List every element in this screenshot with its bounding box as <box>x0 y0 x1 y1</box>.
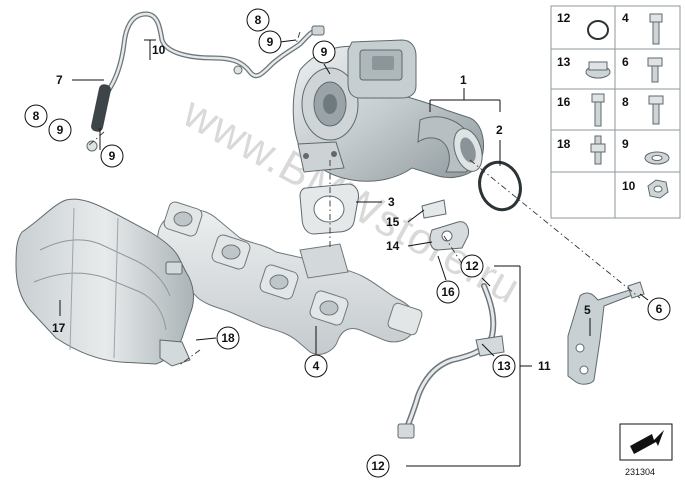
stud-bolt-icon <box>649 13 663 45</box>
callout-8-top: 8 <box>255 13 262 27</box>
legend-label-10: 10 <box>622 179 636 193</box>
callout-9-left: 9 <box>57 123 64 137</box>
callout-11: 11 <box>538 359 551 373</box>
o-ring-seal-icon <box>587 20 609 40</box>
leader-lines <box>59 39 649 467</box>
callout-8-left: 8 <box>33 109 40 123</box>
exhaust-manifold <box>157 201 423 355</box>
callout-12-top: 12 <box>465 259 479 273</box>
callout-circle-9c: 9 <box>312 40 336 64</box>
support-bracket <box>567 281 645 385</box>
hex-nut-icon <box>647 179 669 199</box>
callout-10: 10 <box>152 43 166 57</box>
hex-bolt-icon <box>647 57 663 83</box>
callout-5: 5 <box>584 303 591 317</box>
callout-17: 17 <box>52 321 66 335</box>
callout-circle-8a: 8 <box>246 8 270 32</box>
callout-circle-9d: 9 <box>100 144 124 168</box>
callout-13: 13 <box>497 359 511 373</box>
callout-15: 15 <box>386 215 400 229</box>
callout-circle-13: 13 <box>492 354 516 378</box>
assembly-axis-lines <box>87 31 641 367</box>
callout-circle-4: 4 <box>304 354 328 378</box>
legend-label-12: 12 <box>557 11 571 25</box>
oil-feed-line <box>86 11 325 152</box>
legend-label-9: 9 <box>622 137 629 151</box>
legend-label-13: 13 <box>557 55 571 69</box>
drawing-number: 231304 <box>625 467 655 477</box>
callout-9-feed: 9 <box>109 149 116 163</box>
flange-nut-icon <box>585 61 611 79</box>
callout-9-turbo: 9 <box>321 45 328 59</box>
turbocharger-assembly <box>292 39 485 182</box>
o-ring-seal <box>478 160 522 212</box>
turbo-gasket <box>299 183 359 235</box>
callout-circle-6: 6 <box>647 297 671 321</box>
sealing-washer-icon <box>644 151 670 165</box>
legend-label-6: 6 <box>622 55 629 69</box>
callout-18: 18 <box>221 331 235 345</box>
banjo-bolt-short-icon <box>648 95 664 125</box>
callout-7: 7 <box>56 73 63 87</box>
callout-circle-8b: 8 <box>24 104 48 128</box>
callout-2: 2 <box>496 123 503 137</box>
legend-label-8: 8 <box>622 95 629 109</box>
hardware-legend: 12 4 13 6 16 8 18 <box>550 5 681 219</box>
callout-circle-12b: 12 <box>366 454 390 478</box>
oil-return-line <box>397 283 505 439</box>
callout-1: 1 <box>460 73 467 87</box>
callout-circle-9a: 9 <box>48 118 72 142</box>
callout-3: 3 <box>388 195 395 209</box>
callout-9-top: 9 <box>267 35 274 49</box>
callout-4: 4 <box>313 359 320 373</box>
callout-12-bottom: 12 <box>371 459 385 473</box>
heat-shield <box>15 198 194 367</box>
banjo-bolt-icon <box>591 93 605 127</box>
callout-circle-16: 16 <box>436 280 460 304</box>
legend-label-16: 16 <box>557 95 571 109</box>
return-flange <box>421 199 469 251</box>
callout-14: 14 <box>386 239 400 253</box>
callout-circle-18: 18 <box>216 326 240 350</box>
callout-circle-9b: 9 <box>258 30 282 54</box>
callout-circle-12a: 12 <box>460 254 484 278</box>
legend-label-18: 18 <box>557 137 571 151</box>
legend-label-4: 4 <box>622 11 629 25</box>
sensor-bolt-icon <box>590 135 606 165</box>
callout-16: 16 <box>441 285 455 299</box>
callout-6: 6 <box>656 302 663 316</box>
view-orientation-icon <box>619 423 673 461</box>
